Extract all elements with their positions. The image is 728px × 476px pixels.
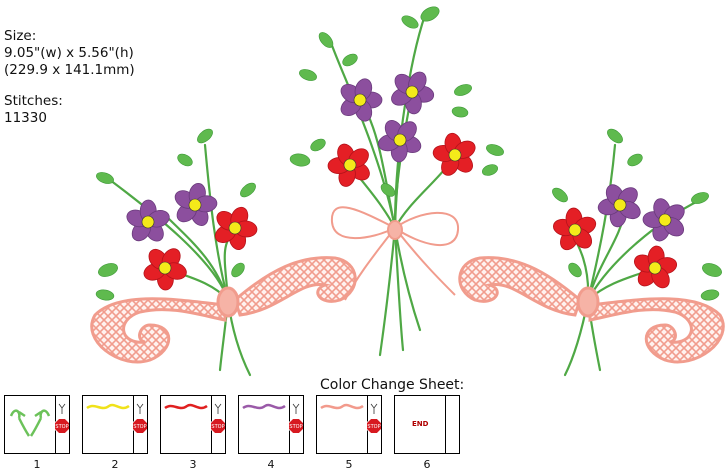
end-label: END (412, 420, 429, 428)
center-bow (330, 206, 460, 301)
size-mm: (229.9 x 141.1mm) (4, 62, 135, 78)
needle-icon (58, 403, 66, 414)
red-flower (214, 206, 258, 250)
swatch-thread-preview: STOP (320, 403, 381, 434)
stop-sign-icon (366, 418, 381, 434)
flowers (126, 71, 685, 291)
needle-icon (136, 403, 144, 414)
swatch-number: 1 (33, 458, 41, 471)
leaves (95, 6, 722, 301)
stop-label: STOP (133, 424, 146, 430)
red-flower (432, 132, 476, 176)
stitches-value: 11330 (4, 110, 47, 126)
size-inches: 9.05"(w) x 5.56"(h) (4, 45, 134, 61)
ribbon-swirls (90, 256, 725, 364)
red-flower (633, 245, 678, 289)
purple-flower (597, 184, 641, 228)
swatch-thread-preview: STOP (242, 403, 303, 434)
swatch-thread-preview: STOP (164, 403, 225, 434)
color-swatch-5: STOP (316, 395, 382, 454)
design-info: Size: 9.05"(w) x 5.56"(h) (229.9 x 141.1… (4, 28, 135, 127)
swatch-number: 2 (111, 458, 119, 471)
stop-sign-icon (210, 418, 225, 434)
embroidery-design-preview (90, 6, 725, 377)
swatch-number: 5 (345, 458, 353, 471)
purple-flower (391, 71, 435, 115)
needle-icon (292, 403, 300, 414)
stitches-label: Stitches: (4, 93, 63, 109)
color-swatch-6: END (394, 395, 460, 454)
needle-icon (214, 403, 222, 414)
color-swatch-3: STOP (160, 395, 226, 454)
swatch-thread-preview: STOP (86, 403, 147, 434)
red-flower (143, 248, 187, 291)
swatch-number: 4 (267, 458, 275, 471)
stop-label: STOP (211, 424, 224, 430)
color-swatch-2: STOP (82, 395, 148, 454)
purple-flower (378, 120, 422, 163)
size-label: Size: (4, 28, 37, 44)
swatch-thread-preview: STOP (9, 403, 69, 437)
color-swatch-4: STOP (238, 395, 304, 454)
stop-sign-icon (132, 418, 147, 434)
purple-flower (642, 198, 685, 242)
purple-flower (126, 199, 170, 242)
needle-icon (370, 403, 378, 414)
red-flower (327, 143, 370, 187)
stop-label: STOP (367, 424, 380, 430)
color-swatch-1: STOP (4, 395, 70, 454)
purple-flower (340, 78, 383, 122)
color-change-sheet-title: Color Change Sheet: (320, 377, 465, 393)
swatch-number: 3 (189, 458, 197, 471)
swatch-number: 6 (423, 458, 431, 471)
purple-flower (174, 182, 218, 227)
stop-label: STOP (289, 424, 302, 430)
red-flower (553, 207, 597, 251)
stop-sign-icon (54, 418, 69, 434)
stop-label: STOP (55, 424, 68, 430)
stop-sign-icon (288, 418, 303, 434)
